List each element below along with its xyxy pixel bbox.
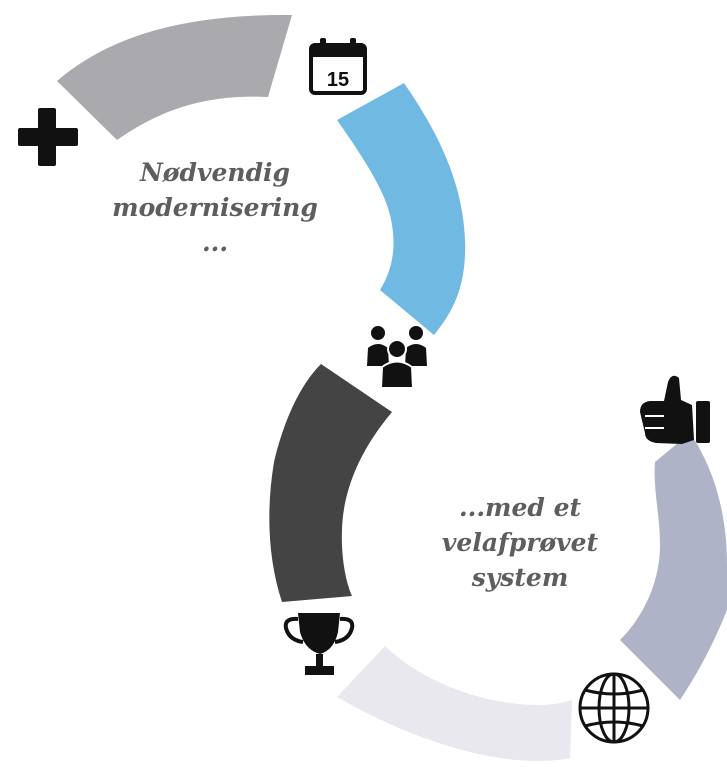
calendar-day-label: 15	[327, 69, 349, 91]
upper-left-segment	[57, 14, 292, 140]
upper-right-segment	[337, 83, 466, 335]
lower-bottom-segment	[337, 646, 572, 761]
caption-line: modernisering	[112, 193, 318, 222]
team-icon	[367, 326, 427, 389]
caption-line: ...	[201, 228, 229, 257]
trophy-icon	[283, 613, 355, 675]
upper-cycle-caption: Nødvendig modernisering ...	[100, 155, 330, 260]
lower-right-segment	[620, 433, 727, 700]
calendar-icon: 15	[309, 38, 367, 95]
plus-icon	[18, 108, 78, 166]
caption-line: ...med et	[458, 493, 582, 522]
caption-line: velafprøvet	[441, 528, 599, 557]
thumbs-up-icon	[640, 375, 710, 444]
lower-left-segment	[269, 364, 392, 602]
caption-line: system	[471, 563, 569, 592]
globe-icon	[578, 672, 650, 744]
lower-cycle-caption: ...med et velafprøvet system	[420, 490, 620, 595]
caption-line: Nødvendig	[139, 158, 291, 187]
